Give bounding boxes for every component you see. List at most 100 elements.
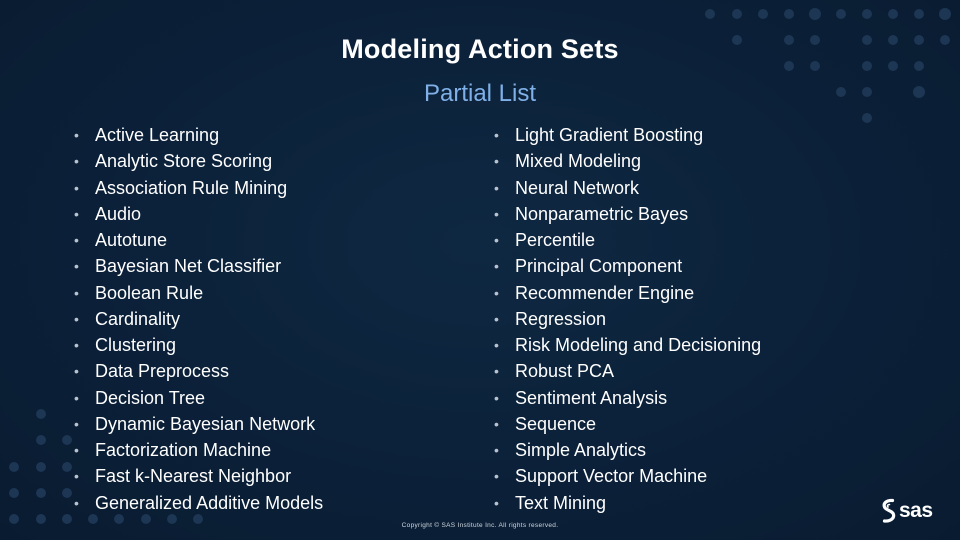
decorative-dot: [36, 488, 46, 498]
bullet-icon: •: [74, 258, 79, 275]
list-item: •Support Vector Machine: [494, 463, 761, 489]
list-item-label: Bayesian Net Classifier: [95, 256, 282, 277]
list-item: •Dynamic Bayesian Network: [74, 411, 323, 437]
list-item-label: Data Preprocess: [95, 361, 230, 382]
decorative-dot: [705, 9, 715, 19]
bullet-icon: •: [74, 337, 79, 353]
decorative-dot: [913, 86, 925, 98]
bullet-icon: •: [494, 468, 499, 485]
decorative-dot: [114, 514, 124, 524]
list-item: • Data Preprocess: [74, 358, 323, 384]
decorative-dot: [36, 514, 46, 524]
copyright-notice: Copyright © SAS Institute Inc. All right…: [401, 522, 559, 529]
bullet-icon: •: [74, 284, 79, 301]
list-item: • Cardinality: [74, 306, 323, 332]
decorative-dot: [940, 35, 950, 45]
list-item-label: Active Learning: [95, 125, 220, 145]
list-item: • Robust PCA: [494, 358, 761, 384]
list-item-label: Light Gradient Boosting: [515, 125, 704, 145]
list-item: •Text Mining: [494, 490, 761, 516]
bullet-icon: •: [74, 468, 79, 485]
bullet-icon: •: [494, 337, 499, 353]
decorative-dot: [862, 9, 872, 19]
decorative-dot: [732, 35, 742, 45]
list-item: •Neural Network: [494, 175, 761, 201]
list-item-label: Clustering: [95, 335, 177, 355]
list-item-label: Risk Modeling and Decisioning: [515, 335, 762, 355]
decorative-dot: [9, 514, 19, 524]
list-item: • Autotune: [74, 227, 323, 253]
list-item-label: Cardinality: [95, 308, 181, 329]
decorative-dot: [141, 514, 151, 524]
list-item: •Nonparametric Bayes: [494, 201, 761, 227]
decorative-dot: [62, 435, 72, 445]
decorative-dot: [88, 514, 98, 524]
list-item-label: Regression: [515, 308, 607, 329]
bullet-icon: •: [74, 153, 79, 170]
bullet-icon: •: [74, 310, 79, 327]
list-item-label: Fast k-Nearest Neighbor: [95, 466, 292, 487]
list-item-label: Analytic Store Scoring: [95, 151, 273, 172]
bullet-icon: •: [494, 389, 499, 406]
decorative-dot: [888, 61, 898, 71]
decorative-dot: [939, 8, 951, 20]
list-item-label: Autotune: [95, 230, 168, 250]
bullet-icon: •: [74, 127, 79, 143]
sas-logo: sas: [880, 496, 933, 526]
list-item-label: Factorization Machine: [95, 440, 272, 460]
list-item: •Light Gradient Boosting: [494, 122, 761, 148]
decorative-dot: [62, 488, 72, 498]
list-item: • Clustering: [74, 332, 323, 358]
list-item-label: Robust PCA: [515, 361, 615, 382]
decorative-dot: [888, 35, 898, 45]
bullet-icon: •: [494, 179, 499, 196]
decorative-dot: [9, 462, 19, 472]
decorative-dot: [193, 514, 203, 524]
bullet-icon: •: [74, 363, 79, 380]
decorative-dot: [784, 9, 794, 19]
list-item-label: Dynamic Bayesian Network: [95, 413, 316, 434]
decorative-dot: [62, 514, 72, 524]
bullet-icon: •: [494, 363, 499, 380]
decorative-dot: [810, 61, 820, 71]
decorative-dot: [914, 61, 924, 71]
list-item: •Simple Analytics: [494, 437, 761, 463]
list-item-label: Recommender Engine: [515, 282, 695, 303]
list-item: • Factorization Machine: [74, 437, 323, 463]
list-item-label: Percentile: [515, 230, 596, 250]
list-item-label: Sentiment Analysis: [515, 387, 668, 408]
bullet-icon: •: [494, 494, 499, 511]
bullet-icon: •: [74, 494, 79, 511]
list-item-label: Sequence: [515, 413, 597, 434]
top-right-dot-cluster: [705, 8, 951, 123]
decorative-dot: [9, 488, 19, 498]
decorative-dot: [36, 409, 46, 419]
decorative-dot: [732, 9, 742, 19]
list-item-label: Audio: [95, 203, 142, 224]
decorative-dot: [758, 9, 768, 19]
bullet-icon: •: [494, 153, 499, 170]
bullet-icon: •: [74, 232, 79, 248]
list-item-label: Boolean Rule: [95, 282, 204, 303]
decorative-dot: [862, 61, 872, 71]
list-item: •Audio: [74, 201, 323, 227]
decorative-dot: [167, 514, 177, 524]
list-item: •Principal Component: [494, 253, 761, 279]
bullet-icon: •: [494, 205, 499, 222]
decorative-dot: [36, 462, 46, 472]
list-item: • Active Learning: [74, 122, 323, 148]
decorative-dot: [62, 462, 72, 472]
bullet-icon: •: [74, 442, 79, 458]
decorative-dot: [914, 9, 924, 19]
decorative-dot: [836, 9, 846, 19]
list-item: • Bayesian Net Classifier: [74, 253, 323, 279]
list-item: •Mixed Modeling: [494, 148, 761, 174]
list-item-label: Association Rule Mining: [95, 177, 288, 198]
action-set-list-left: • Active Learning • Analytic Store Scoring •…: [74, 122, 323, 516]
decorative-dot: [914, 35, 924, 45]
slide-subtitle: Partial List: [423, 80, 537, 107]
decorative-dot: [809, 8, 821, 20]
list-item: • Sentiment Analysis: [494, 385, 761, 411]
